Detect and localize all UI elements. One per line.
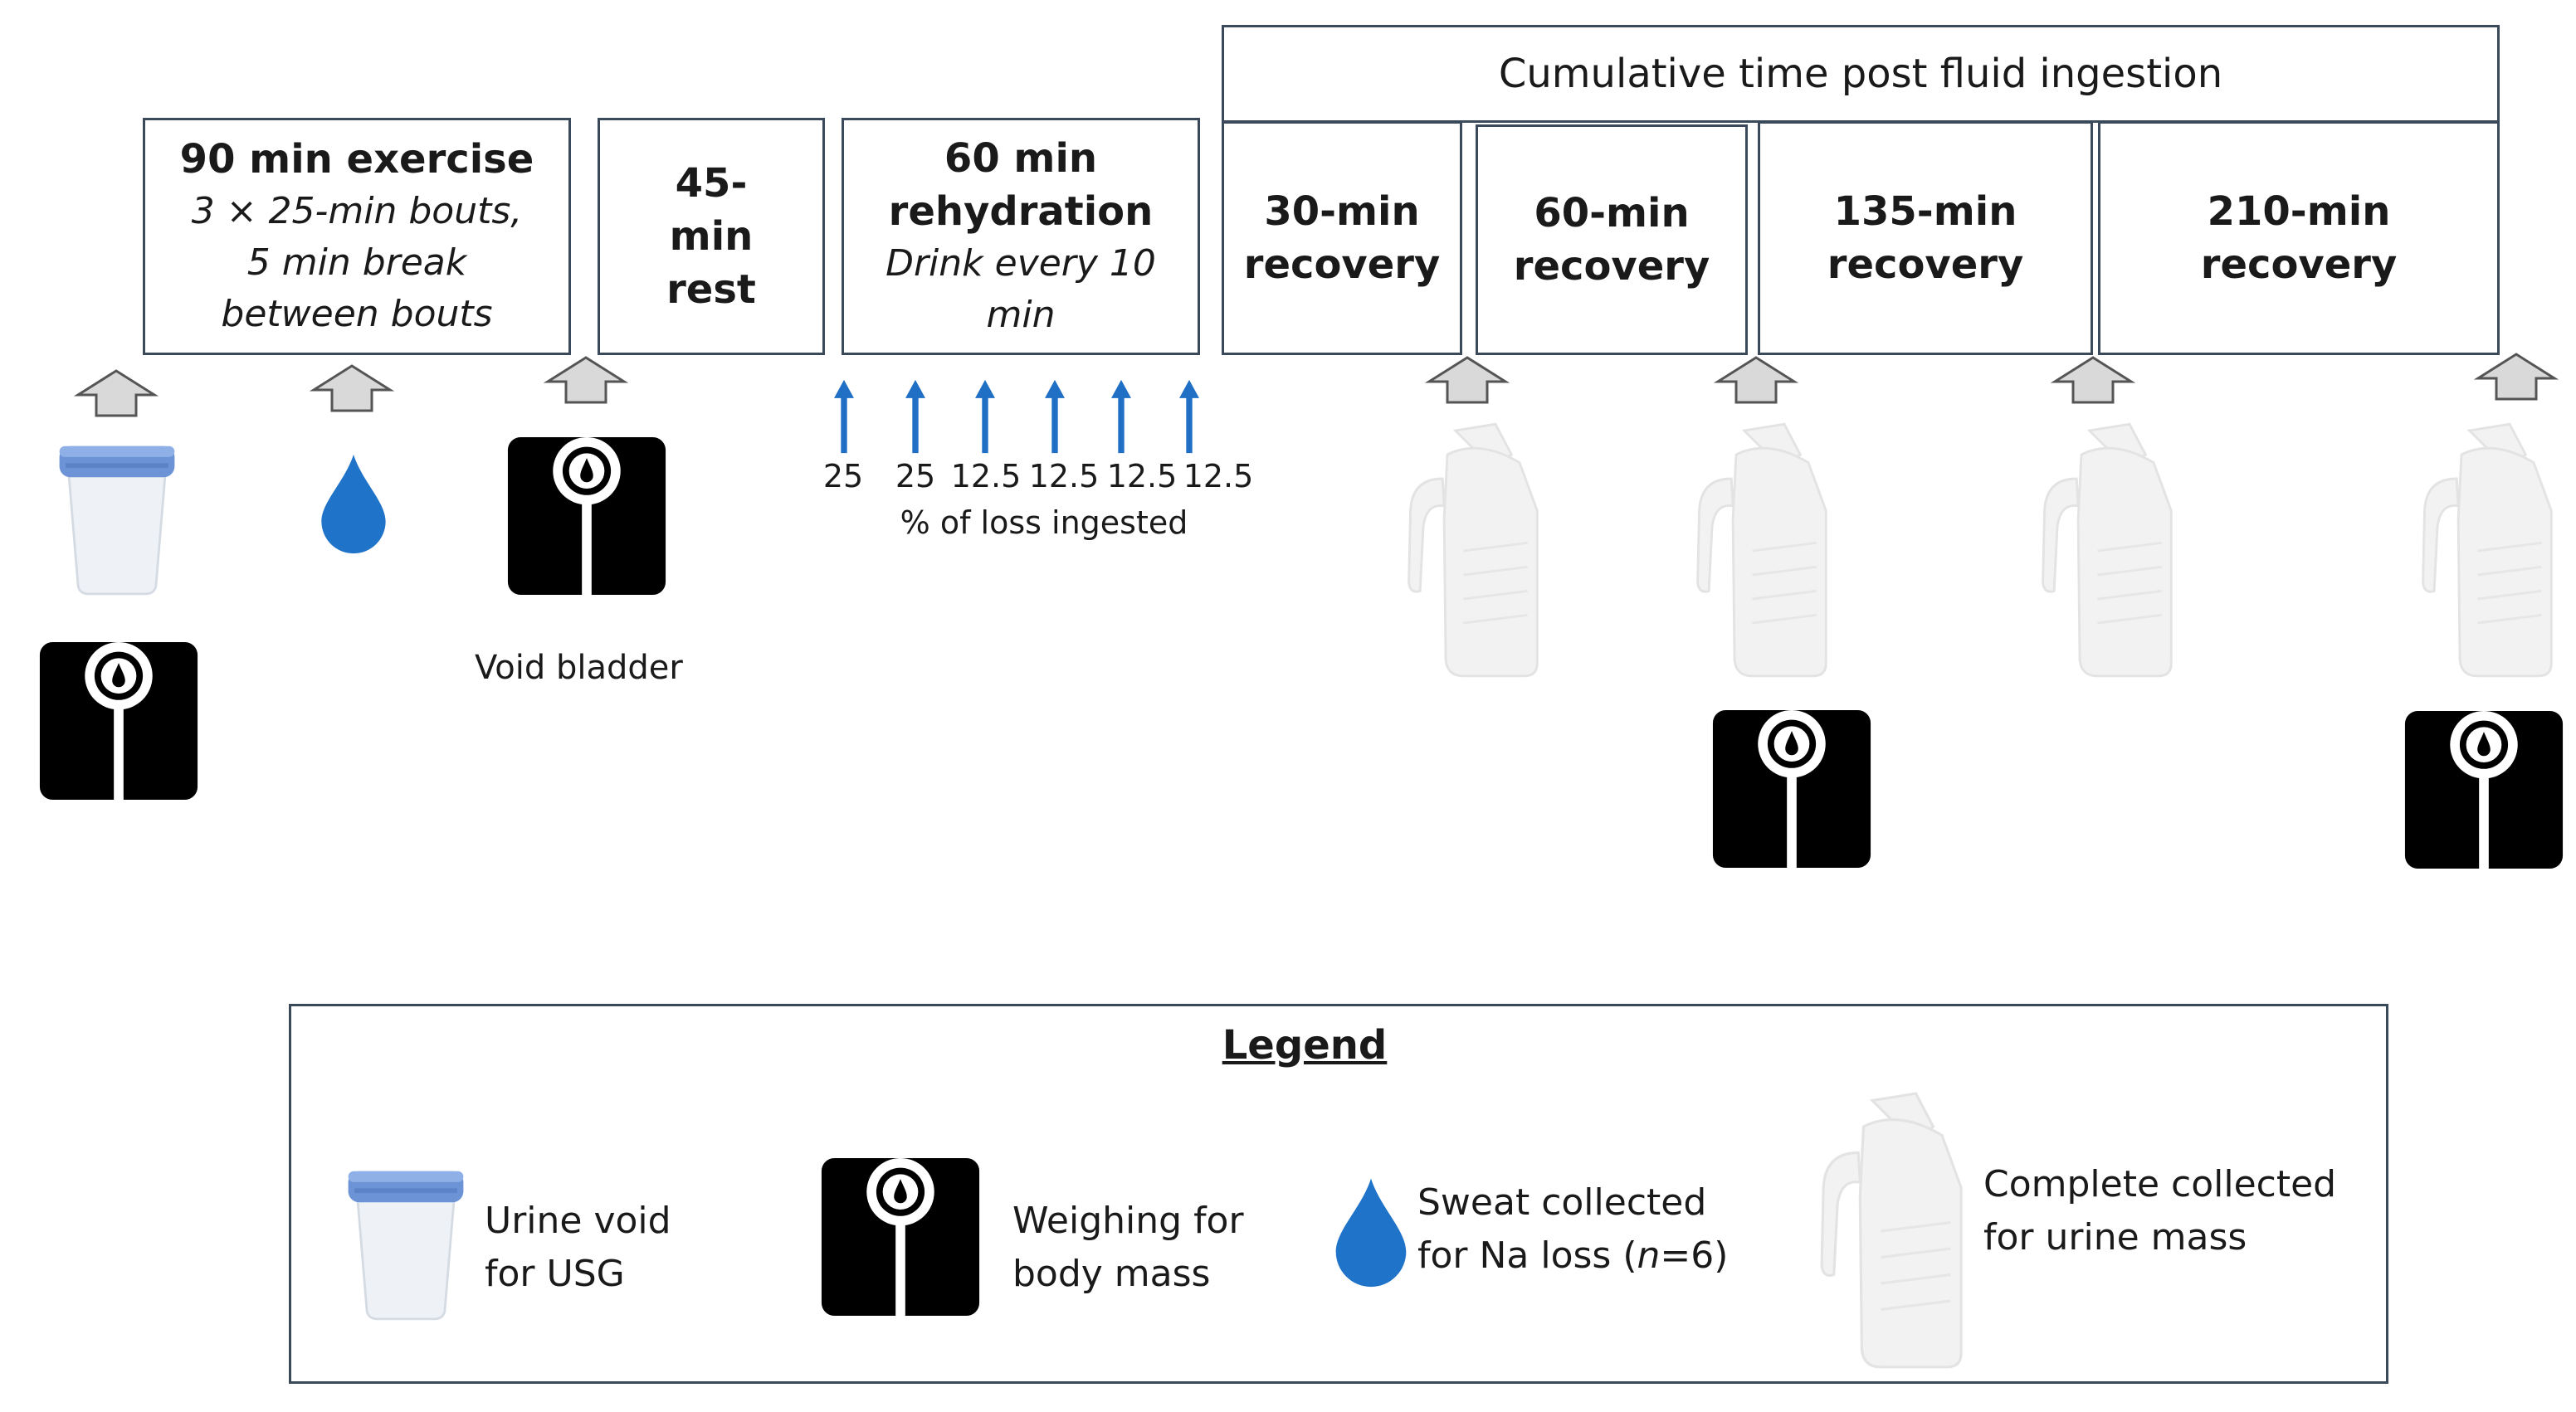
recovery-box-30: 30-min recovery: [1222, 121, 1462, 355]
ingestion-value: 25: [822, 458, 864, 494]
timepoint-arrow-icon: [1424, 355, 1510, 405]
ingestion-caption: % of loss ingested: [900, 504, 1188, 541]
sweat-drop-icon: [1333, 1170, 1409, 1291]
timepoint-arrow-icon: [73, 368, 159, 418]
rest-box: 45-min rest: [598, 118, 825, 355]
timepoint-arrow-icon: [543, 355, 629, 405]
exercise-detail: 3 × 25-min bouts, 5 min break between bo…: [191, 190, 523, 335]
timepoint-arrow-icon: [2050, 355, 2136, 405]
ingestion-arrow-icon: [832, 378, 856, 455]
ingestion-arrow-icon: [1177, 378, 1202, 455]
urine-cup-icon: [55, 440, 179, 596]
scale-icon: [820, 1156, 981, 1317]
urine-cup-icon: [344, 1165, 468, 1321]
ingestion-value: 12.5: [950, 458, 1022, 494]
urinal-bottle-icon: [2413, 421, 2558, 680]
ingestion-arrow-icon: [1109, 378, 1134, 455]
ingestion-arrow-icon: [973, 378, 998, 455]
cumulative-time-header: Cumulative time post fluid ingestion: [1222, 25, 2500, 123]
recovery-box-210: 210-min recovery: [2098, 121, 2500, 355]
legend-label-urine-mass: Complete collected for urine mass: [1983, 1163, 2337, 1259]
rehydration-box: 60 min rehydration Drink every 10 min: [842, 118, 1200, 355]
ingestion-value: 12.5: [1183, 458, 1254, 494]
recovery-title: 30-min recovery: [1243, 188, 1441, 288]
legend-title: Legend: [1222, 1022, 1388, 1069]
ingestion-arrow-icon: [1042, 378, 1067, 455]
scale-icon: [1711, 708, 1872, 869]
ingestion-value: 25: [895, 458, 936, 494]
exercise-box: 90 min exercise 3 × 25-min bouts, 5 min …: [143, 118, 571, 355]
legend-label-weighing: Weighing for body mass: [1012, 1200, 1244, 1295]
rest-title: 45-min rest: [666, 160, 756, 313]
recovery-title: 210-min recovery: [2200, 188, 2398, 288]
ingestion-value: 12.5: [1028, 458, 1100, 494]
recovery-box-135: 135-min recovery: [1758, 121, 2093, 355]
void-bladder-label: Void bladder: [475, 649, 683, 687]
recovery-box-60: 60-min recovery: [1476, 124, 1748, 355]
legend-label-urine-void: Urine void for USG: [485, 1200, 671, 1295]
sweat-drop-icon: [319, 446, 388, 557]
rehydration-detail: Drink every 10 min: [886, 242, 1156, 336]
scale-icon: [506, 435, 667, 597]
legend-label-sweat: Sweat collected for Na loss (n=6): [1417, 1181, 1729, 1277]
urinal-bottle-icon: [1811, 1092, 1969, 1371]
timepoint-arrow-icon: [2473, 352, 2559, 402]
legend-box: [289, 1004, 2388, 1384]
timepoint-arrow-icon: [1713, 355, 1799, 405]
recovery-title: 135-min recovery: [1827, 188, 2024, 288]
scale-icon: [2403, 708, 2564, 871]
ingestion-arrow-icon: [903, 378, 928, 455]
timepoint-arrow-icon: [309, 363, 395, 413]
urinal-bottle-icon: [2033, 421, 2178, 680]
urinal-bottle-icon: [1688, 421, 1832, 680]
scale-icon: [38, 640, 199, 801]
exercise-title: 90 min exercise: [179, 136, 534, 183]
cumulative-header-text: Cumulative time post fluid ingestion: [1498, 51, 2223, 97]
recovery-title: 60-min recovery: [1513, 190, 1710, 290]
urinal-bottle-icon: [1399, 421, 1544, 680]
rehydration-title: 60 min rehydration: [888, 135, 1154, 235]
ingestion-value: 12.5: [1106, 458, 1178, 494]
